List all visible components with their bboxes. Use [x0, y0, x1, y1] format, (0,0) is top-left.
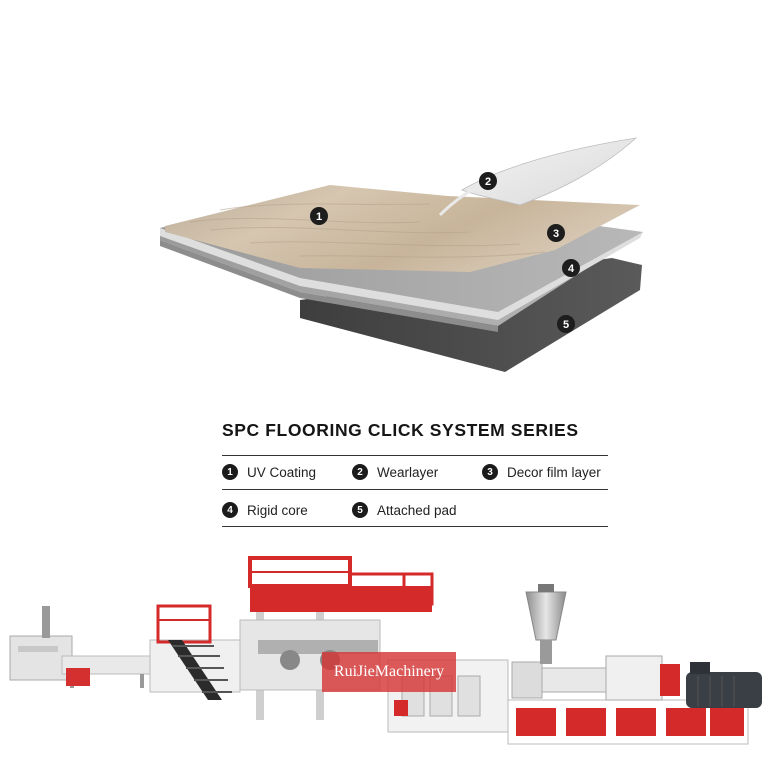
legend-item-attached-pad: 5 Attached pad	[352, 502, 457, 518]
svg-text:1: 1	[316, 211, 322, 223]
wood-grain	[189, 203, 546, 258]
svg-text:3: 3	[553, 228, 559, 240]
legend-label: Attached pad	[377, 502, 457, 518]
legend-label: Wearlayer	[377, 464, 439, 480]
decor-wood-layer	[165, 185, 640, 272]
svg-text:5: 5	[563, 319, 569, 331]
production-line	[9, 556, 762, 745]
legend-item-wearlayer: 2 Wearlayer	[352, 464, 482, 480]
number-badge-icon: 2	[352, 464, 368, 480]
wearlayer-film	[461, 137, 638, 206]
series-title: SPC FLOORING CLICK SYSTEM SERIES	[222, 420, 579, 440]
divider-bottom	[222, 526, 608, 527]
brand-watermark: RuiJieMachinery	[322, 652, 456, 692]
svg-text:4: 4	[568, 263, 575, 275]
legend-row-2: 4 Rigid core 5 Attached pad	[222, 499, 457, 521]
legend-item-decor-film: 3 Decor film layer	[482, 464, 601, 480]
svg-text:2: 2	[485, 176, 491, 188]
legend-label: Rigid core	[247, 502, 308, 518]
number-badge-icon: 1	[222, 464, 238, 480]
number-badge-icon: 4	[222, 502, 238, 518]
legend-label: Decor film layer	[507, 464, 601, 480]
legend-label: UV Coating	[247, 464, 317, 480]
legend-item-uv-coating: 1 UV Coating	[222, 464, 352, 480]
badge-4: 4	[562, 259, 580, 277]
badge-3: 3	[547, 224, 565, 242]
legend-row-1: 1 UV Coating 2 Wearlayer 3 Decor film la…	[222, 461, 601, 483]
flooring-layers-diagram: 1 2 3 4 5	[160, 137, 643, 372]
number-badge-icon: 5	[352, 502, 368, 518]
rigid-core-edge	[160, 240, 498, 332]
badge-2: 2	[479, 172, 497, 190]
number-badge-icon: 3	[482, 464, 498, 480]
divider-middle	[222, 489, 608, 490]
legend-item-rigid-core: 4 Rigid core	[222, 502, 352, 518]
core-top-highlight	[160, 228, 643, 320]
divider-top	[222, 455, 608, 456]
badge-5: 5	[557, 315, 575, 333]
badge-1: 1	[310, 207, 328, 225]
